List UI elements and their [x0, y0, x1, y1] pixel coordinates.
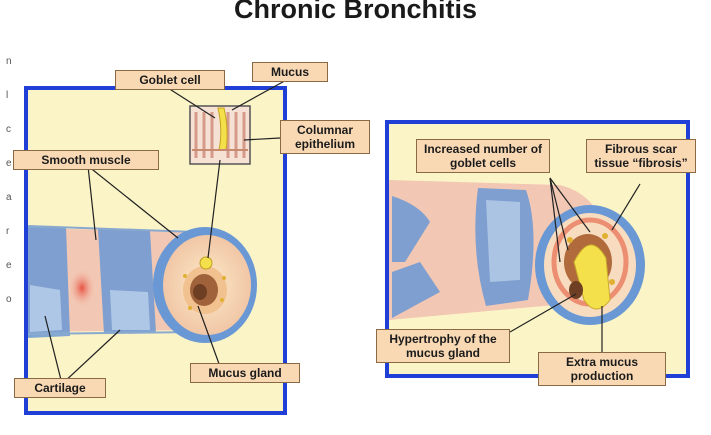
- side-char: e: [6, 260, 12, 271]
- page-title: Chronic Bronchitis: [233, 0, 477, 24]
- left-leader-lines: [44, 77, 291, 385]
- label-fibrous-scar: Fibrous scar tissue “fibrosis”: [586, 139, 696, 173]
- label-increased-goblet-cells: Increased number of goblet cells: [416, 139, 550, 173]
- left-epithelium-inset: [189, 105, 251, 165]
- side-char: r: [6, 226, 10, 237]
- side-char: c: [6, 124, 11, 135]
- left-airway-cross-section: [153, 227, 257, 343]
- side-char: l: [6, 90, 9, 101]
- left-panel-normal: [24, 77, 291, 415]
- side-char: e: [6, 158, 12, 169]
- label-mucus-gland: Mucus gland: [190, 363, 300, 383]
- label-extra-mucus: Extra mucus production: [538, 352, 666, 386]
- label-cartilage: Cartilage: [14, 378, 106, 398]
- label-goblet-cell: Goblet cell: [115, 70, 225, 90]
- right-airway-cross-section: [535, 205, 645, 325]
- side-char: o: [6, 294, 12, 305]
- side-text-fragments: n l c e a r e o: [6, 56, 20, 328]
- side-char: a: [6, 192, 12, 203]
- label-mucus: Mucus: [252, 62, 328, 82]
- label-smooth-muscle: Smooth muscle: [13, 150, 159, 170]
- side-char: n: [6, 56, 12, 67]
- right-leader-lines: [509, 177, 641, 352]
- label-hypertrophy: Hypertrophy of the mucus gland: [376, 329, 510, 363]
- label-columnar-epithelium: Columnar epithelium: [280, 120, 370, 154]
